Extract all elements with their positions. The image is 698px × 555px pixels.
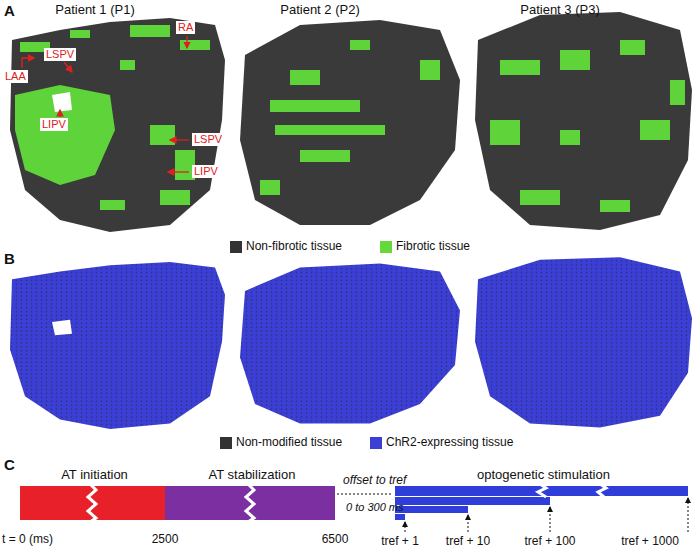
patient-title: Patient 3 (P3) <box>520 3 600 18</box>
phase-heading: AT stabilization <box>165 468 339 483</box>
chr2-hearts <box>10 257 692 429</box>
anatomy-label: LIPV <box>192 165 220 178</box>
legend-text: Non-fibrotic tissue <box>246 240 342 254</box>
phase-heading: optogenetic stimulation <box>395 468 692 483</box>
patient-title: Patient 1 (P1) <box>55 3 135 18</box>
legend-text: Non-modified tissue <box>236 436 342 450</box>
protocol-phase: AT initiation <box>20 468 169 520</box>
stim-duration: tref + 10 <box>446 535 490 549</box>
offset-note: offset to tref <box>343 474 406 488</box>
legend-text: Fibrotic tissue <box>396 240 470 254</box>
legend-text: ChR2-expressing tissue <box>386 436 513 450</box>
patient-title: Patient 2 (P2) <box>280 3 360 18</box>
anatomy-label: LSPV <box>44 48 76 61</box>
legend-swatch <box>230 241 242 253</box>
fibrosis-hearts <box>10 12 692 232</box>
time-tick: t = 0 (ms) <box>2 533 53 547</box>
protocol-timeline <box>20 484 688 532</box>
protocol-phase: optogenetic stimulation <box>395 468 692 520</box>
legend-swatch <box>380 241 392 253</box>
anatomy-label: LSPV <box>192 133 224 146</box>
panel-letter: A <box>4 2 15 19</box>
panel-letter: C <box>4 456 15 473</box>
anatomy-label: LIPV <box>40 118 68 131</box>
legend-swatch <box>220 437 232 449</box>
protocol-phase: AT stabilization <box>165 468 339 520</box>
anatomy-label: RA <box>176 21 195 34</box>
legend-swatch <box>370 437 382 449</box>
offset-range: 0 to 300 ms <box>346 501 403 514</box>
anatomy-leaders <box>22 36 189 172</box>
panel-letter: B <box>4 250 15 267</box>
stim-duration: tref + 1000 <box>621 535 679 549</box>
stim-duration: tref + 1 <box>381 535 419 549</box>
anatomy-label: LAA <box>3 70 28 83</box>
time-tick: 2500 <box>152 533 179 547</box>
time-tick: 6500 <box>322 533 349 547</box>
phase-heading: AT initiation <box>20 468 169 483</box>
stim-duration: tref + 100 <box>524 535 575 549</box>
